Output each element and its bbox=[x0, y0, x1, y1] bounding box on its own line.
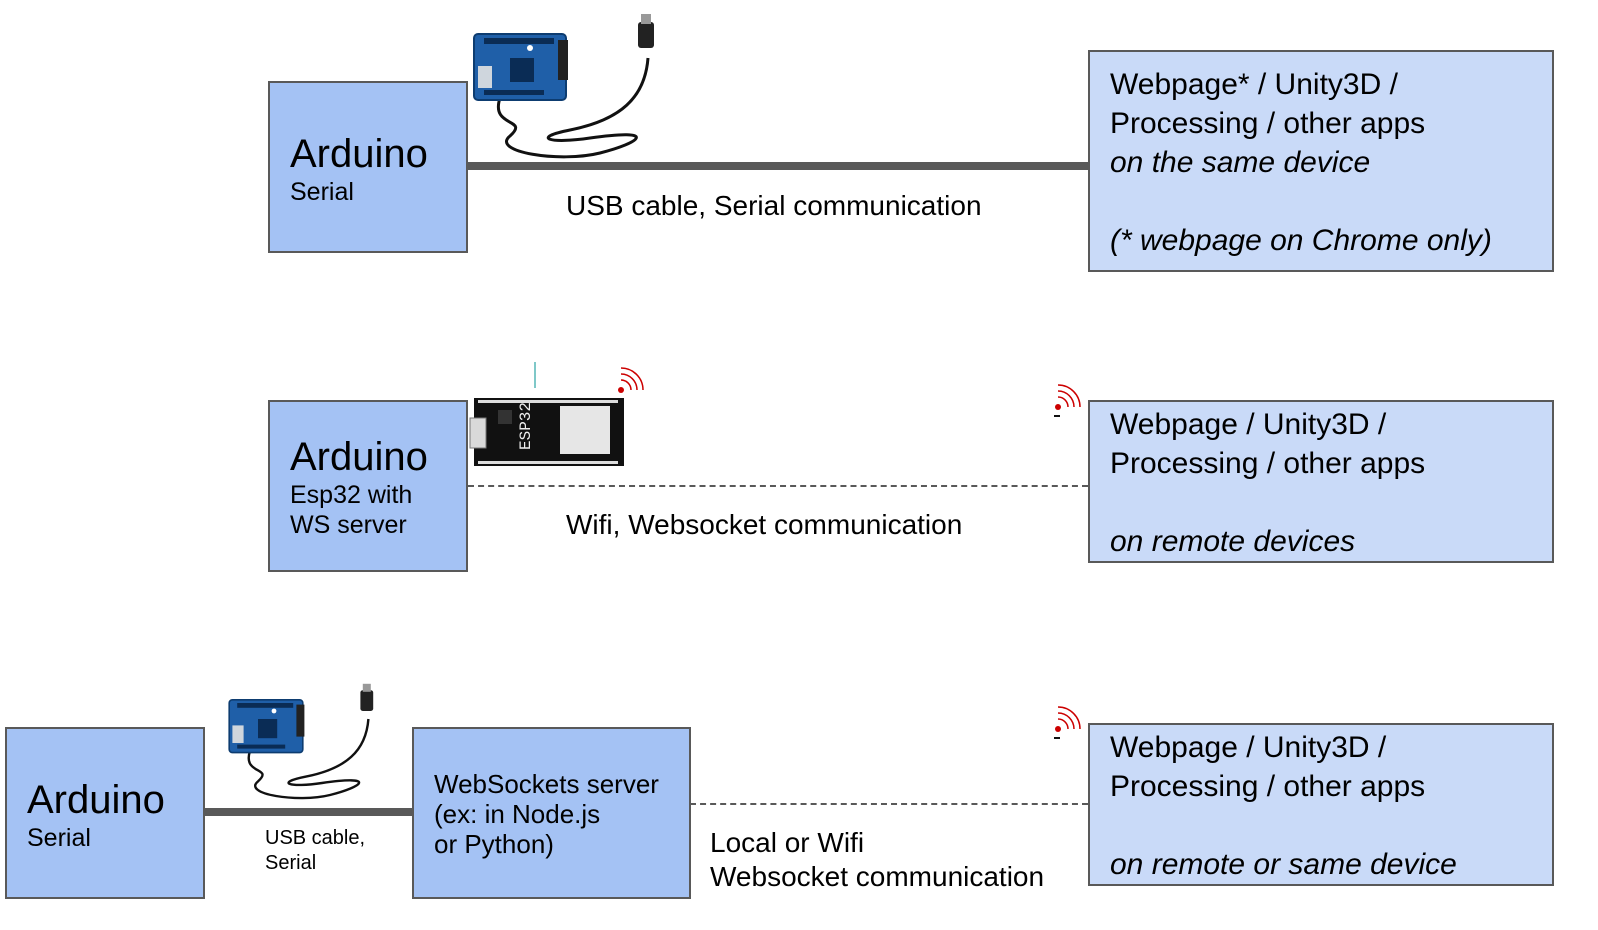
apps-line-3: on the same device bbox=[1110, 146, 1371, 179]
svg-text:ESP32: ESP32 bbox=[517, 402, 535, 450]
apps-line-3: on remote or same device bbox=[1110, 848, 1457, 881]
wifi-websocket-link-line bbox=[468, 485, 1088, 487]
device-title: Arduino bbox=[27, 778, 165, 822]
server-line-2: (ex: in Node.js bbox=[434, 799, 601, 829]
device-title: Arduino bbox=[290, 132, 428, 176]
apps-line-2: Processing / other apps bbox=[1110, 447, 1426, 480]
device-subtitle: Serial bbox=[27, 824, 91, 852]
apps-same-device-box: Webpage* / Unity3D / Processing / other … bbox=[1088, 50, 1554, 272]
server-line-1: WebSockets server bbox=[434, 769, 659, 799]
websockets-server-box: WebSockets server (ex: in Node.js or Pyt… bbox=[412, 727, 691, 899]
arduino-board-with-usb-cable-icon bbox=[473, 14, 654, 159]
device-subtitle: Serial bbox=[290, 178, 354, 206]
apps-line-1: Webpage* / Unity3D / bbox=[1110, 68, 1398, 101]
wifi-signal-icon bbox=[1054, 384, 1081, 417]
wifi-signal-icon bbox=[618, 367, 644, 393]
arduino-esp32-box: Arduino Esp32 with WS server bbox=[268, 400, 468, 572]
arduino-serial-box: Arduino Serial bbox=[5, 727, 205, 899]
link-label-line-2: Websocket communication bbox=[710, 861, 1045, 892]
websocket-link-label: Local or Wifi Websocket communication bbox=[710, 826, 1044, 894]
usb-serial-link-line bbox=[203, 808, 415, 816]
apps-note: (* webpage on Chrome only) bbox=[1110, 224, 1492, 257]
apps-line-1: Webpage / Unity3D / bbox=[1110, 731, 1387, 764]
apps-line-3: on remote devices bbox=[1110, 525, 1356, 558]
usb-label-line-1: USB cable, bbox=[265, 827, 366, 849]
wifi-signal-icon bbox=[1054, 706, 1081, 739]
apps-remote-devices-box: Webpage / Unity3D / Processing / other a… bbox=[1088, 400, 1554, 563]
device-subtitle-2: WS server bbox=[290, 511, 407, 539]
usb-serial-link-label: USB cable, Serial communication bbox=[566, 190, 982, 221]
server-line-3: or Python) bbox=[434, 829, 554, 859]
apps-line-2: Processing / other apps bbox=[1110, 770, 1426, 803]
apps-remote-or-same-device-box: Webpage / Unity3D / Processing / other a… bbox=[1088, 723, 1554, 886]
usb-label-line-2: Serial bbox=[265, 852, 317, 874]
link-label-line-1: Local or Wifi bbox=[710, 827, 865, 858]
wifi-websocket-link-label: Wifi, Websocket communication bbox=[566, 509, 963, 540]
device-title: Arduino bbox=[290, 435, 428, 479]
usb-serial-label: USB cable, Serial bbox=[265, 826, 365, 876]
apps-line-2: Processing / other apps bbox=[1110, 107, 1426, 140]
arduino-board-with-usb-cable-icon bbox=[228, 683, 374, 800]
apps-line-1: Webpage / Unity3D / bbox=[1110, 408, 1387, 441]
arduino-serial-box: Arduino Serial bbox=[268, 81, 468, 253]
esp32-board-icon: ESP32 bbox=[469, 362, 624, 466]
websocket-link-line bbox=[690, 803, 1088, 805]
device-subtitle-1: Esp32 with bbox=[290, 481, 413, 509]
usb-serial-link-line bbox=[466, 162, 1088, 170]
